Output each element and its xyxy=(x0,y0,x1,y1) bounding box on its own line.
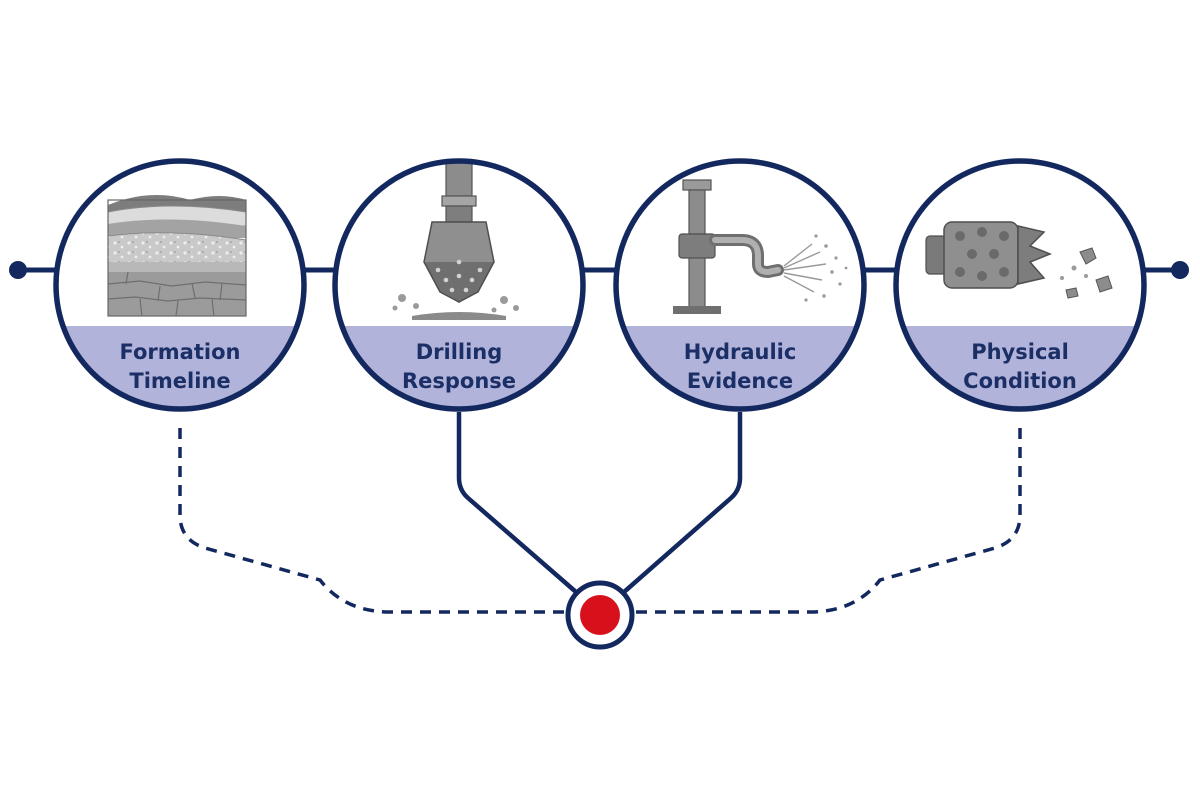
label-drilling-response: Drilling Response xyxy=(339,338,579,396)
label-line-2: Evidence xyxy=(686,369,794,393)
link-formation-dashed xyxy=(178,428,568,614)
label-hydraulic-evidence: Hydraulic Evidence xyxy=(620,338,860,396)
label-line-1: Physical xyxy=(971,340,1069,364)
label-formation-timeline: Formation Timeline xyxy=(60,338,300,396)
label-line-1: Drilling xyxy=(415,340,503,364)
node-drilling-response xyxy=(332,158,586,412)
label-line-2: Response xyxy=(401,369,517,393)
label-physical-condition: Physical Condition xyxy=(900,338,1140,396)
axis-start-dot xyxy=(9,261,27,279)
hydraulic-pipe-spray-icon xyxy=(673,179,848,314)
drill-bit-icon xyxy=(392,159,519,320)
label-line-1: Formation xyxy=(119,340,241,364)
axis-end-dot xyxy=(1171,261,1189,279)
link-hydraulic-solid xyxy=(622,412,743,594)
worn-bit-debris-icon xyxy=(925,221,1113,299)
link-physical-dashed xyxy=(632,428,1022,614)
label-line-2: Timeline xyxy=(129,369,231,393)
red-dot-icon xyxy=(580,595,620,635)
node-physical-condition xyxy=(893,158,1147,412)
rock-strata-icon xyxy=(107,195,247,317)
label-line-2: Condition xyxy=(963,369,1077,393)
central-node xyxy=(565,580,635,650)
label-line-1: Hydraulic xyxy=(683,340,797,364)
link-drilling-solid xyxy=(456,412,578,594)
